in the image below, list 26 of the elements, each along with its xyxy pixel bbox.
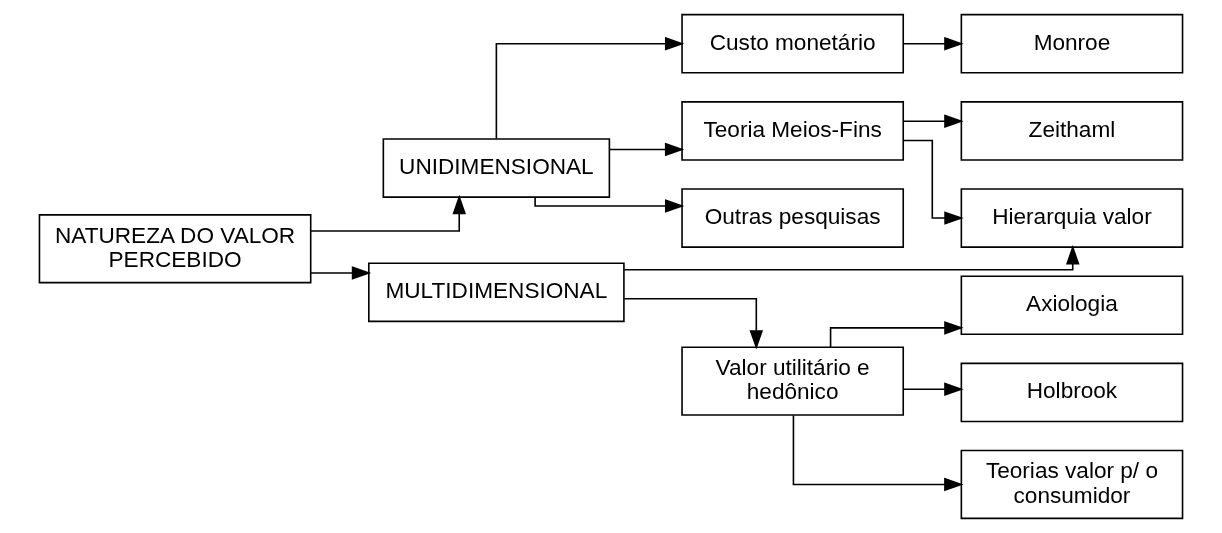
node-box: MULTIDIMENSIONAL	[368, 262, 625, 323]
arrow	[623, 245, 1080, 271]
arrow	[792, 414, 964, 492]
node-box: Hierarquia valor	[960, 188, 1184, 248]
arrow	[310, 266, 372, 280]
node-box: Monroe	[960, 13, 1184, 74]
node-box: Zeithaml	[960, 101, 1184, 161]
arrow	[902, 139, 964, 225]
arrow	[903, 36, 964, 51]
arrow	[534, 196, 685, 213]
arrow	[495, 36, 685, 140]
arrow	[310, 194, 467, 232]
node-box: UNIDIMENSIONAL	[382, 138, 611, 198]
arrow	[623, 298, 764, 350]
arrow	[608, 142, 685, 157]
arrow	[903, 382, 964, 396]
node-box: Custo monetário	[681, 13, 905, 74]
node-box: Valor utilitário e hedônico	[681, 346, 905, 416]
node-box: Axiologia	[960, 275, 1184, 336]
node-box: Holbrook	[960, 362, 1184, 423]
node-box: Outras pesquisas	[681, 188, 905, 248]
node-box: Teorias valor p/ o consumidor	[960, 449, 1184, 520]
arrow	[903, 114, 964, 128]
node-box: NATUREZA DO VALOR PERCEBIDO	[38, 214, 312, 284]
node-box: Teoria Meios-Fins	[681, 101, 905, 161]
arrow	[829, 321, 964, 348]
